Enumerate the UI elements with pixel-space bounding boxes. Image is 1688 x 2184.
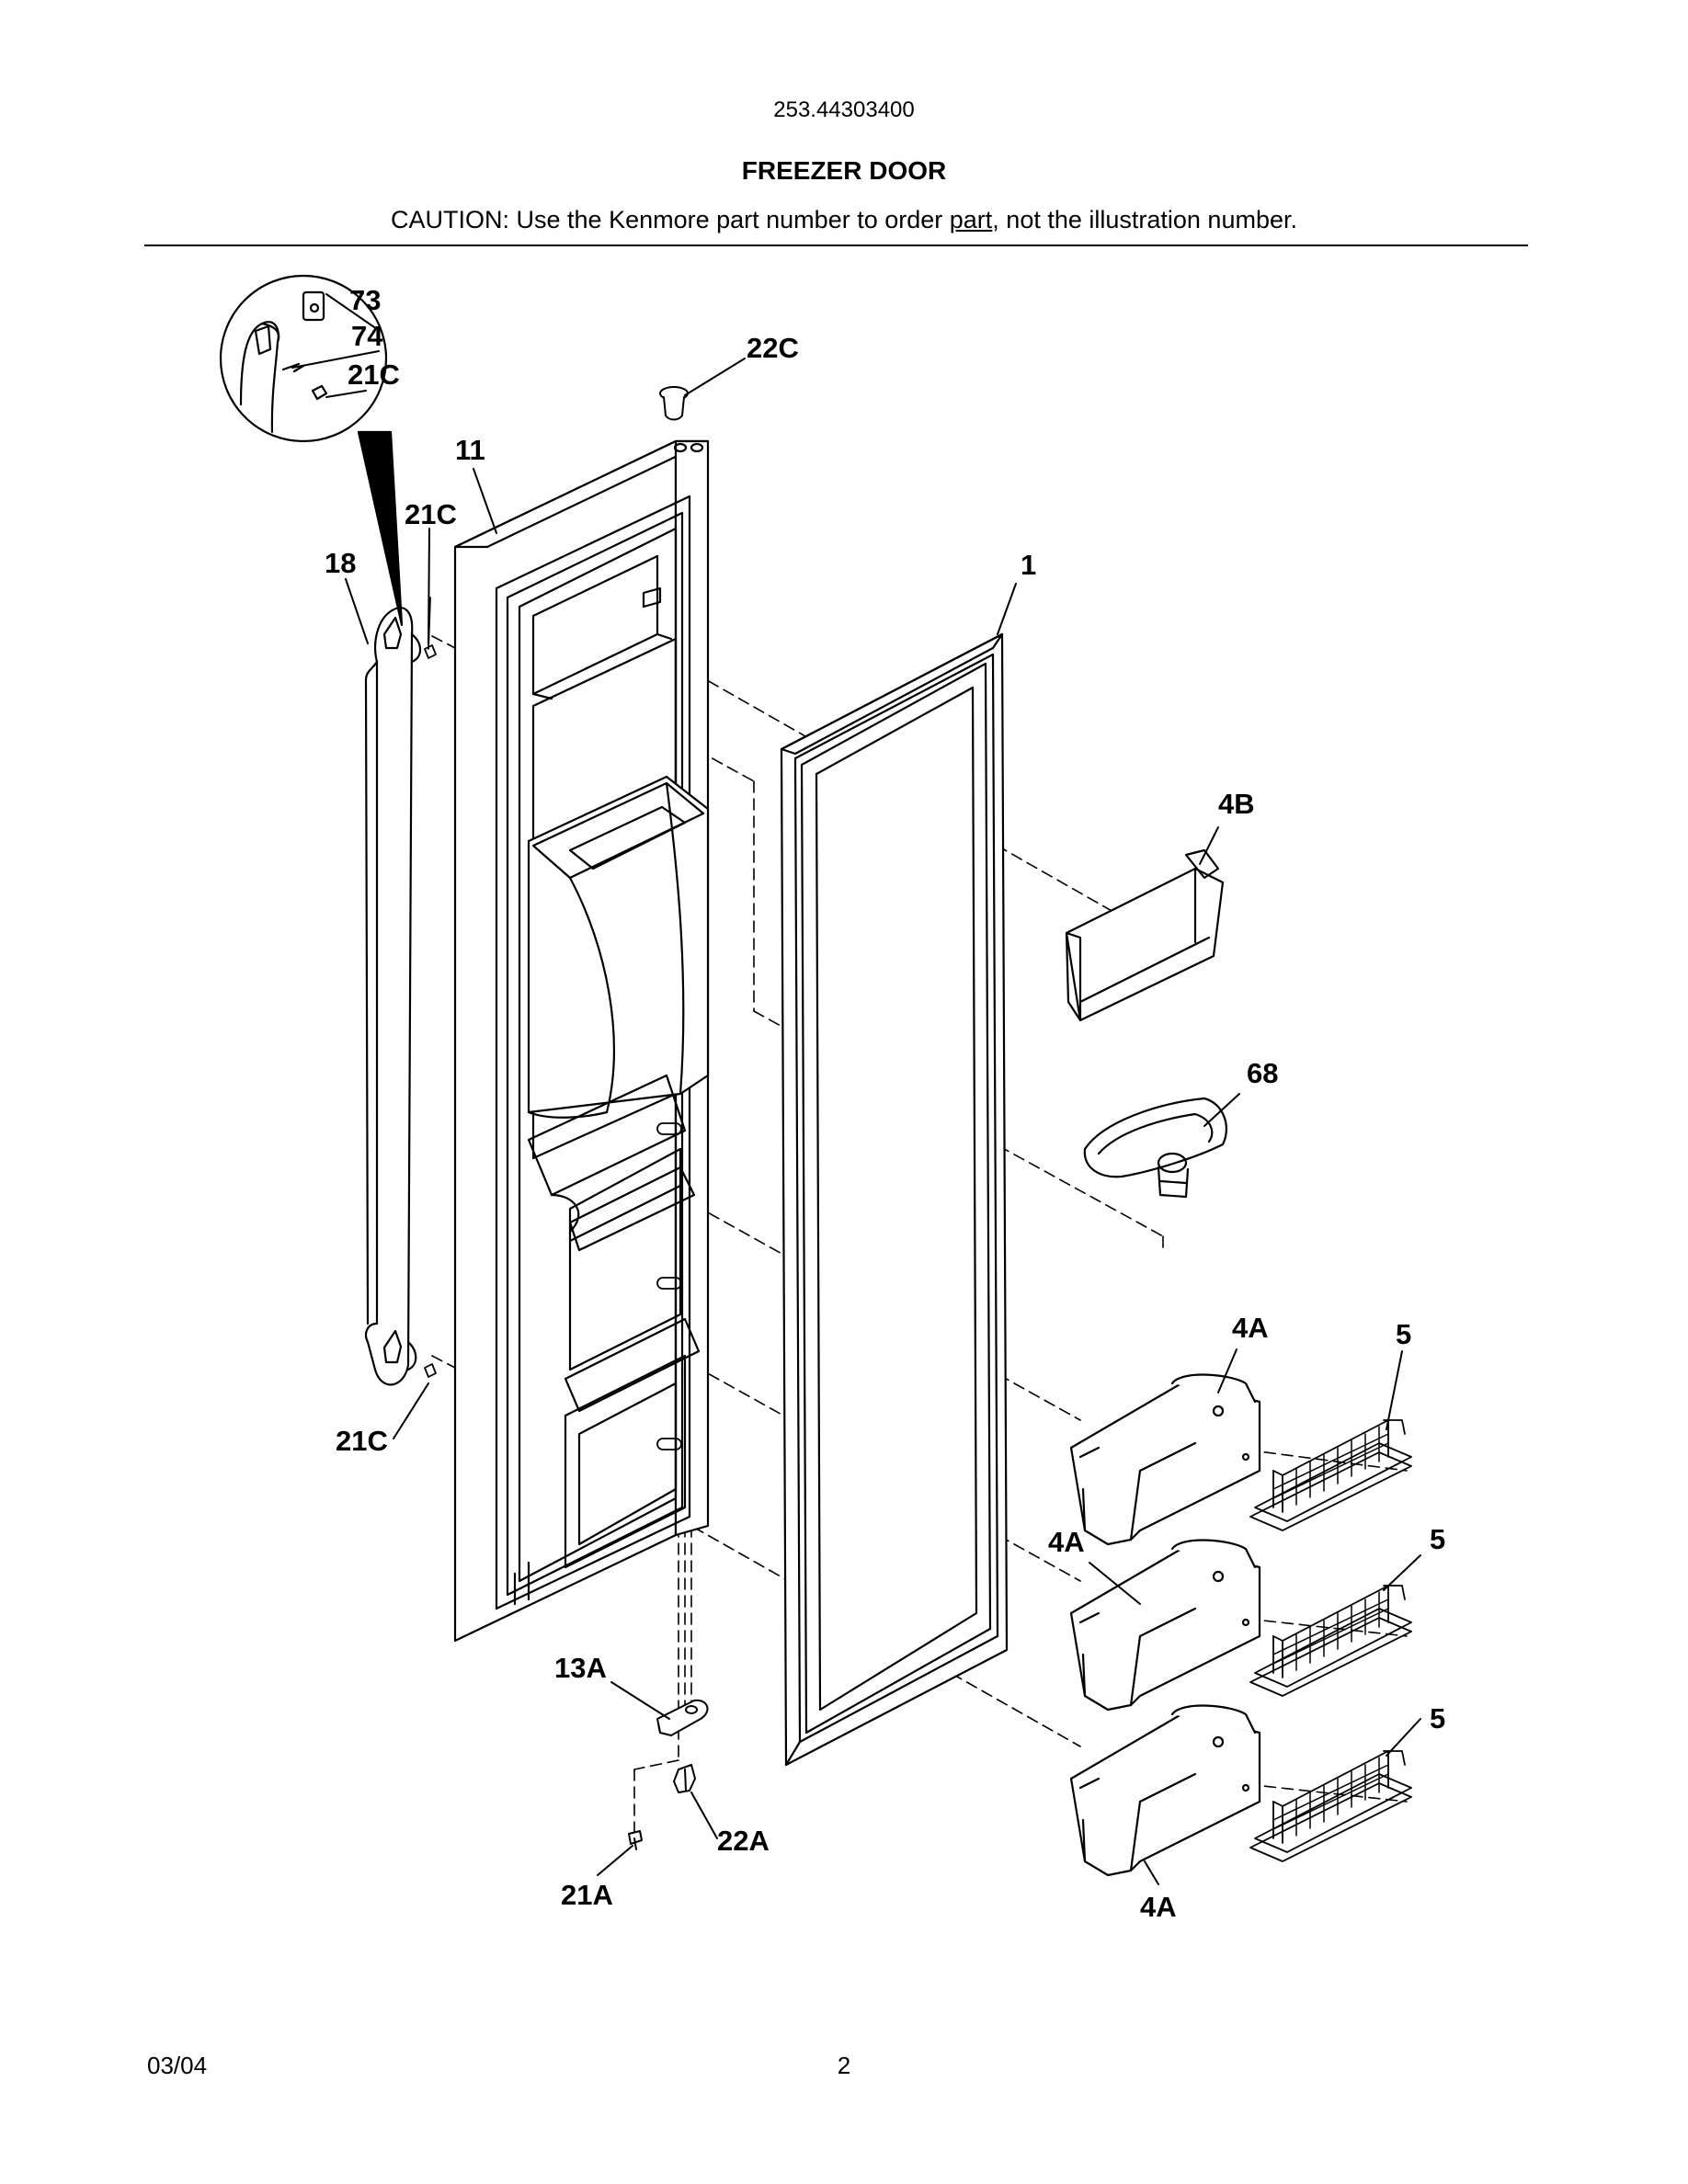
caution-note: CAUTION: Use the Kenmore part number to … [0, 206, 1688, 234]
hinge-13a [656, 1699, 709, 1736]
handle-detail-inset [219, 274, 404, 627]
door-bin-4a-middle [1069, 1539, 1261, 1712]
callout-22a: 22A [717, 1825, 770, 1857]
footer-page-number: 2 [837, 2052, 851, 2079]
callout-18: 18 [325, 547, 356, 579]
handle-screw-top [424, 597, 437, 659]
callout-1: 1 [1021, 549, 1036, 581]
callout-21c-bottom: 21C [336, 1425, 388, 1457]
wire-basket-5-top [1249, 1419, 1412, 1531]
callout-74: 74 [351, 320, 383, 352]
callout-5-bottom: 5 [1430, 1702, 1445, 1735]
callout-73: 73 [349, 284, 381, 316]
model-number: 253.44303400 [773, 97, 915, 122]
callout-4a-top: 4A [1232, 1312, 1269, 1344]
callout-4a-middle: 4A [1048, 1526, 1085, 1558]
callout-5-middle: 5 [1430, 1523, 1445, 1555]
door-bin-4a-bottom [1069, 1704, 1261, 1877]
caution-text-before: CAUTION: Use the Kenmore part number to … [391, 206, 950, 233]
wire-basket-5-middle [1249, 1585, 1412, 1697]
callout-4b: 4B [1218, 788, 1255, 820]
page-title: FREEZER DOOR [741, 156, 947, 185]
caution-text-underlined: part [949, 206, 993, 233]
door-bin-4b [1065, 848, 1225, 1022]
callout-4a-bottom: 4A [1140, 1891, 1177, 1923]
bushing-22a [673, 1764, 696, 1793]
callout-68: 68 [1247, 1057, 1278, 1089]
door-gasket [780, 632, 1009, 1767]
callout-5-top: 5 [1396, 1318, 1411, 1350]
callout-22c: 22C [747, 332, 799, 364]
callout-21a: 21A [561, 1879, 613, 1911]
screw-21a [628, 1830, 643, 1850]
header-rule [144, 245, 1528, 246]
wire-basket-5-bottom [1249, 1750, 1412, 1862]
callout-leader-lines [291, 293, 1421, 1885]
callout-13a: 13A [554, 1652, 607, 1684]
freezer-door-panel [453, 439, 710, 1643]
door-handle [364, 607, 422, 1386]
callout-21c-top: 21C [405, 498, 457, 530]
ice-chute-68 [1083, 1097, 1227, 1199]
cap-22c [659, 386, 689, 421]
handle-screw-bottom [424, 1363, 437, 1378]
callout-21c-inset: 21C [348, 358, 400, 391]
caution-text-after: , not the illustration number. [992, 206, 1297, 233]
callout-11: 11 [455, 434, 485, 466]
footer-date: 03/04 [147, 2052, 208, 2079]
door-bin-4a-top [1069, 1373, 1261, 1546]
